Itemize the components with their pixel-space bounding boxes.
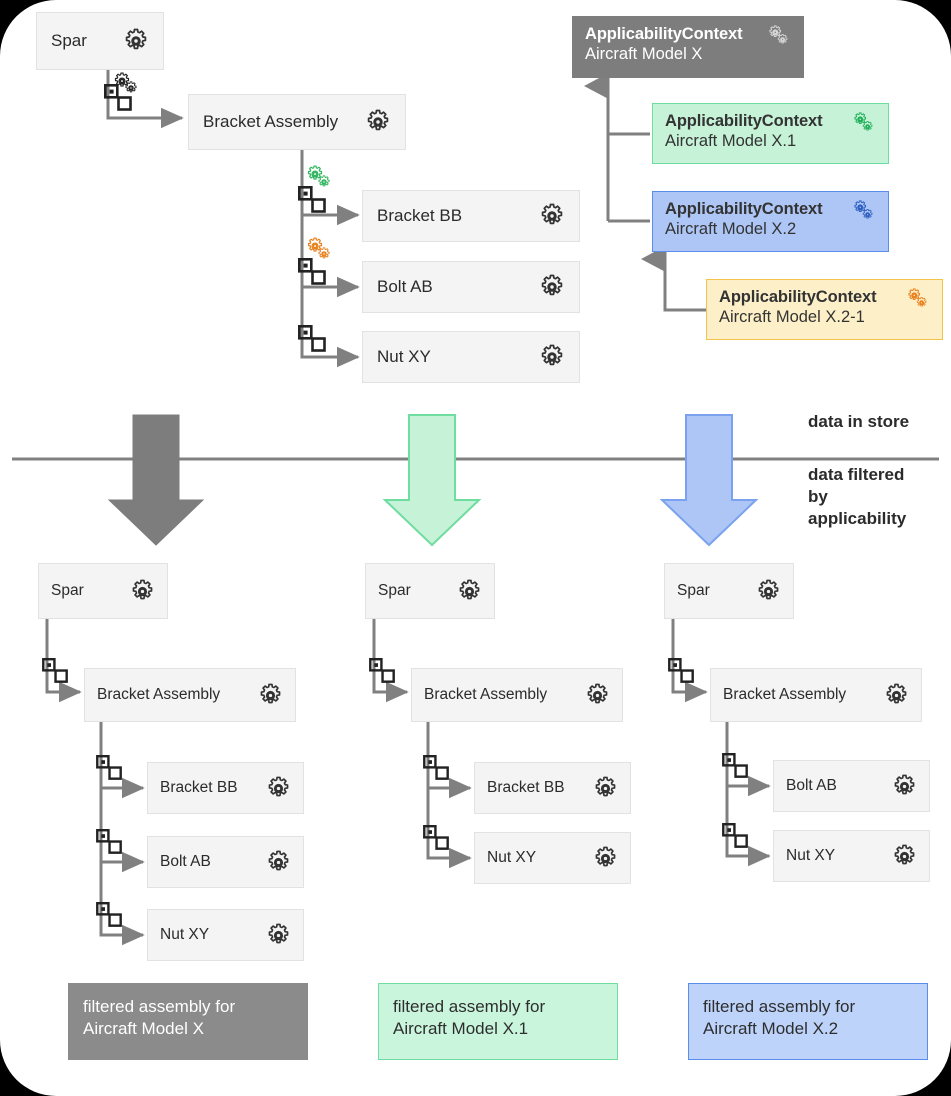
link-relation-icon-bracketbb bbox=[298, 165, 330, 213]
node-label: Spar bbox=[51, 582, 84, 599]
gear-icon bbox=[892, 844, 917, 869]
double-gear-icon bbox=[908, 288, 927, 307]
double-gear-icon bbox=[854, 112, 873, 131]
node-spar-store[interactable]: Spar bbox=[36, 12, 164, 70]
node-bracket-assembly-tree2[interactable]: Bracket Assembly bbox=[411, 668, 623, 722]
context-card-model-x2-1[interactable]: ApplicabilityContext Aircraft Model X.2-… bbox=[706, 279, 943, 340]
node-label: Nut XY bbox=[377, 347, 431, 366]
context-subtitle: Aircraft Model X.2-1 bbox=[719, 308, 865, 327]
label-line-2: by bbox=[808, 486, 828, 506]
node-bracket-bb-store[interactable]: Bracket BB bbox=[362, 190, 580, 242]
connector-tree3 bbox=[671, 619, 771, 867]
gear-icon bbox=[756, 579, 781, 604]
connector-tree1 bbox=[45, 619, 145, 946]
node-bracket-bb-tree1[interactable]: Bracket BB bbox=[147, 762, 304, 814]
flow-arrow-grey bbox=[107, 414, 205, 546]
node-label: Spar bbox=[51, 31, 87, 50]
caption-filtered-model-x: filtered assembly for Aircraft Model X bbox=[68, 983, 308, 1060]
node-spar-tree2[interactable]: Spar bbox=[365, 563, 495, 619]
flow-arrow-blue bbox=[659, 414, 759, 547]
node-nut-xy-store[interactable]: Nut XY bbox=[362, 331, 580, 383]
gear-icon bbox=[365, 109, 391, 135]
node-bracket-assembly-store[interactable]: Bracket Assembly bbox=[188, 94, 406, 150]
caption-line-2: Aircraft Model X.1 bbox=[393, 1019, 529, 1039]
node-bracket-assembly-tree3[interactable]: Bracket Assembly bbox=[710, 668, 922, 722]
gear-icon bbox=[123, 28, 149, 54]
node-label: Bolt AB bbox=[377, 277, 433, 296]
link-relation-icon-nutxy bbox=[298, 325, 326, 352]
gear-icon bbox=[457, 579, 482, 604]
node-bracket-assembly-tree1[interactable]: Bracket Assembly bbox=[84, 668, 296, 722]
gear-icon bbox=[892, 774, 917, 799]
gear-icon bbox=[539, 344, 565, 370]
gear-icon bbox=[266, 776, 291, 801]
node-nut-xy-tree3[interactable]: Nut XY bbox=[773, 830, 930, 882]
double-gear-icon bbox=[854, 200, 873, 219]
node-nut-xy-tree1[interactable]: Nut XY bbox=[147, 909, 304, 961]
caption-line-1: filtered assembly for bbox=[393, 997, 546, 1016]
connector-tree2 bbox=[372, 619, 472, 869]
node-label: Spar bbox=[378, 582, 411, 599]
caption-line-2: Aircraft Model X bbox=[83, 1019, 204, 1039]
node-label: Bolt AB bbox=[160, 853, 211, 870]
link-relation-icon-spar bbox=[104, 72, 137, 111]
connector-spar-to-bracket-assembly bbox=[106, 70, 184, 129]
node-label: Spar bbox=[677, 582, 710, 599]
node-spar-tree1[interactable]: Spar bbox=[38, 563, 168, 619]
caption-line-2: Aircraft Model X.2 bbox=[703, 1019, 839, 1039]
context-subtitle: Aircraft Model X bbox=[585, 45, 703, 64]
context-title: ApplicabilityContext bbox=[665, 200, 823, 218]
gear-icon bbox=[258, 683, 283, 708]
node-bolt-ab-tree1[interactable]: Bolt AB bbox=[147, 836, 304, 888]
context-title: ApplicabilityContext bbox=[719, 288, 877, 306]
link-relation-icon-boltab bbox=[298, 237, 330, 285]
flow-arrow-green bbox=[382, 414, 482, 547]
label-line-1: data filtered bbox=[808, 465, 905, 484]
caption-filtered-model-x1: filtered assembly for Aircraft Model X.1 bbox=[378, 983, 618, 1060]
gear-icon bbox=[266, 850, 291, 875]
caption-line-1: filtered assembly for bbox=[83, 997, 236, 1016]
gear-icon bbox=[593, 776, 618, 801]
context-subtitle: Aircraft Model X.1 bbox=[665, 132, 797, 151]
node-label: Bracket BB bbox=[377, 206, 463, 225]
node-label: Bracket Assembly bbox=[97, 686, 221, 703]
gear-icon bbox=[266, 923, 291, 948]
node-label: Nut XY bbox=[160, 926, 210, 943]
node-label: Nut XY bbox=[487, 849, 537, 866]
double-gear-icon bbox=[769, 25, 788, 44]
node-label: Bracket BB bbox=[487, 779, 565, 796]
caption-filtered-model-x2: filtered assembly for Aircraft Model X.2 bbox=[688, 983, 928, 1060]
label-data-filtered: data filtered by applicability bbox=[808, 464, 951, 529]
gear-icon bbox=[130, 579, 155, 604]
connector-assembly-to-children bbox=[300, 148, 360, 368]
node-label: Bracket Assembly bbox=[424, 686, 548, 703]
caption-line-1: filtered assembly for bbox=[703, 997, 856, 1016]
context-subtitle: Aircraft Model X.2 bbox=[665, 220, 797, 239]
gear-icon bbox=[884, 683, 909, 708]
context-title: ApplicabilityContext bbox=[665, 112, 823, 130]
context-title: ApplicabilityContext bbox=[585, 25, 743, 43]
gear-icon bbox=[539, 203, 565, 229]
node-label: Bracket Assembly bbox=[723, 686, 847, 703]
label-data-in-store: data in store bbox=[808, 412, 910, 431]
gear-icon bbox=[539, 274, 565, 300]
node-bolt-ab-tree3[interactable]: Bolt AB bbox=[773, 760, 930, 812]
gear-icon bbox=[585, 683, 610, 708]
node-spar-tree3[interactable]: Spar bbox=[664, 563, 794, 619]
node-bracket-bb-tree2[interactable]: Bracket BB bbox=[474, 762, 631, 814]
node-label: Nut XY bbox=[786, 847, 836, 864]
node-nut-xy-tree2[interactable]: Nut XY bbox=[474, 832, 631, 884]
gear-icon bbox=[593, 846, 618, 871]
node-bolt-ab-store[interactable]: Bolt AB bbox=[362, 261, 580, 313]
context-card-model-x2[interactable]: ApplicabilityContext Aircraft Model X.2 bbox=[652, 191, 889, 252]
context-card-model-x1[interactable]: ApplicabilityContext Aircraft Model X.1 bbox=[652, 103, 889, 164]
label-line-3: applicability bbox=[808, 508, 907, 528]
context-card-model-x[interactable]: ApplicabilityContext Aircraft Model X bbox=[572, 16, 804, 78]
node-label: Bracket BB bbox=[160, 779, 238, 796]
node-label: Bracket Assembly bbox=[203, 112, 339, 131]
node-label: Bolt AB bbox=[786, 777, 837, 794]
